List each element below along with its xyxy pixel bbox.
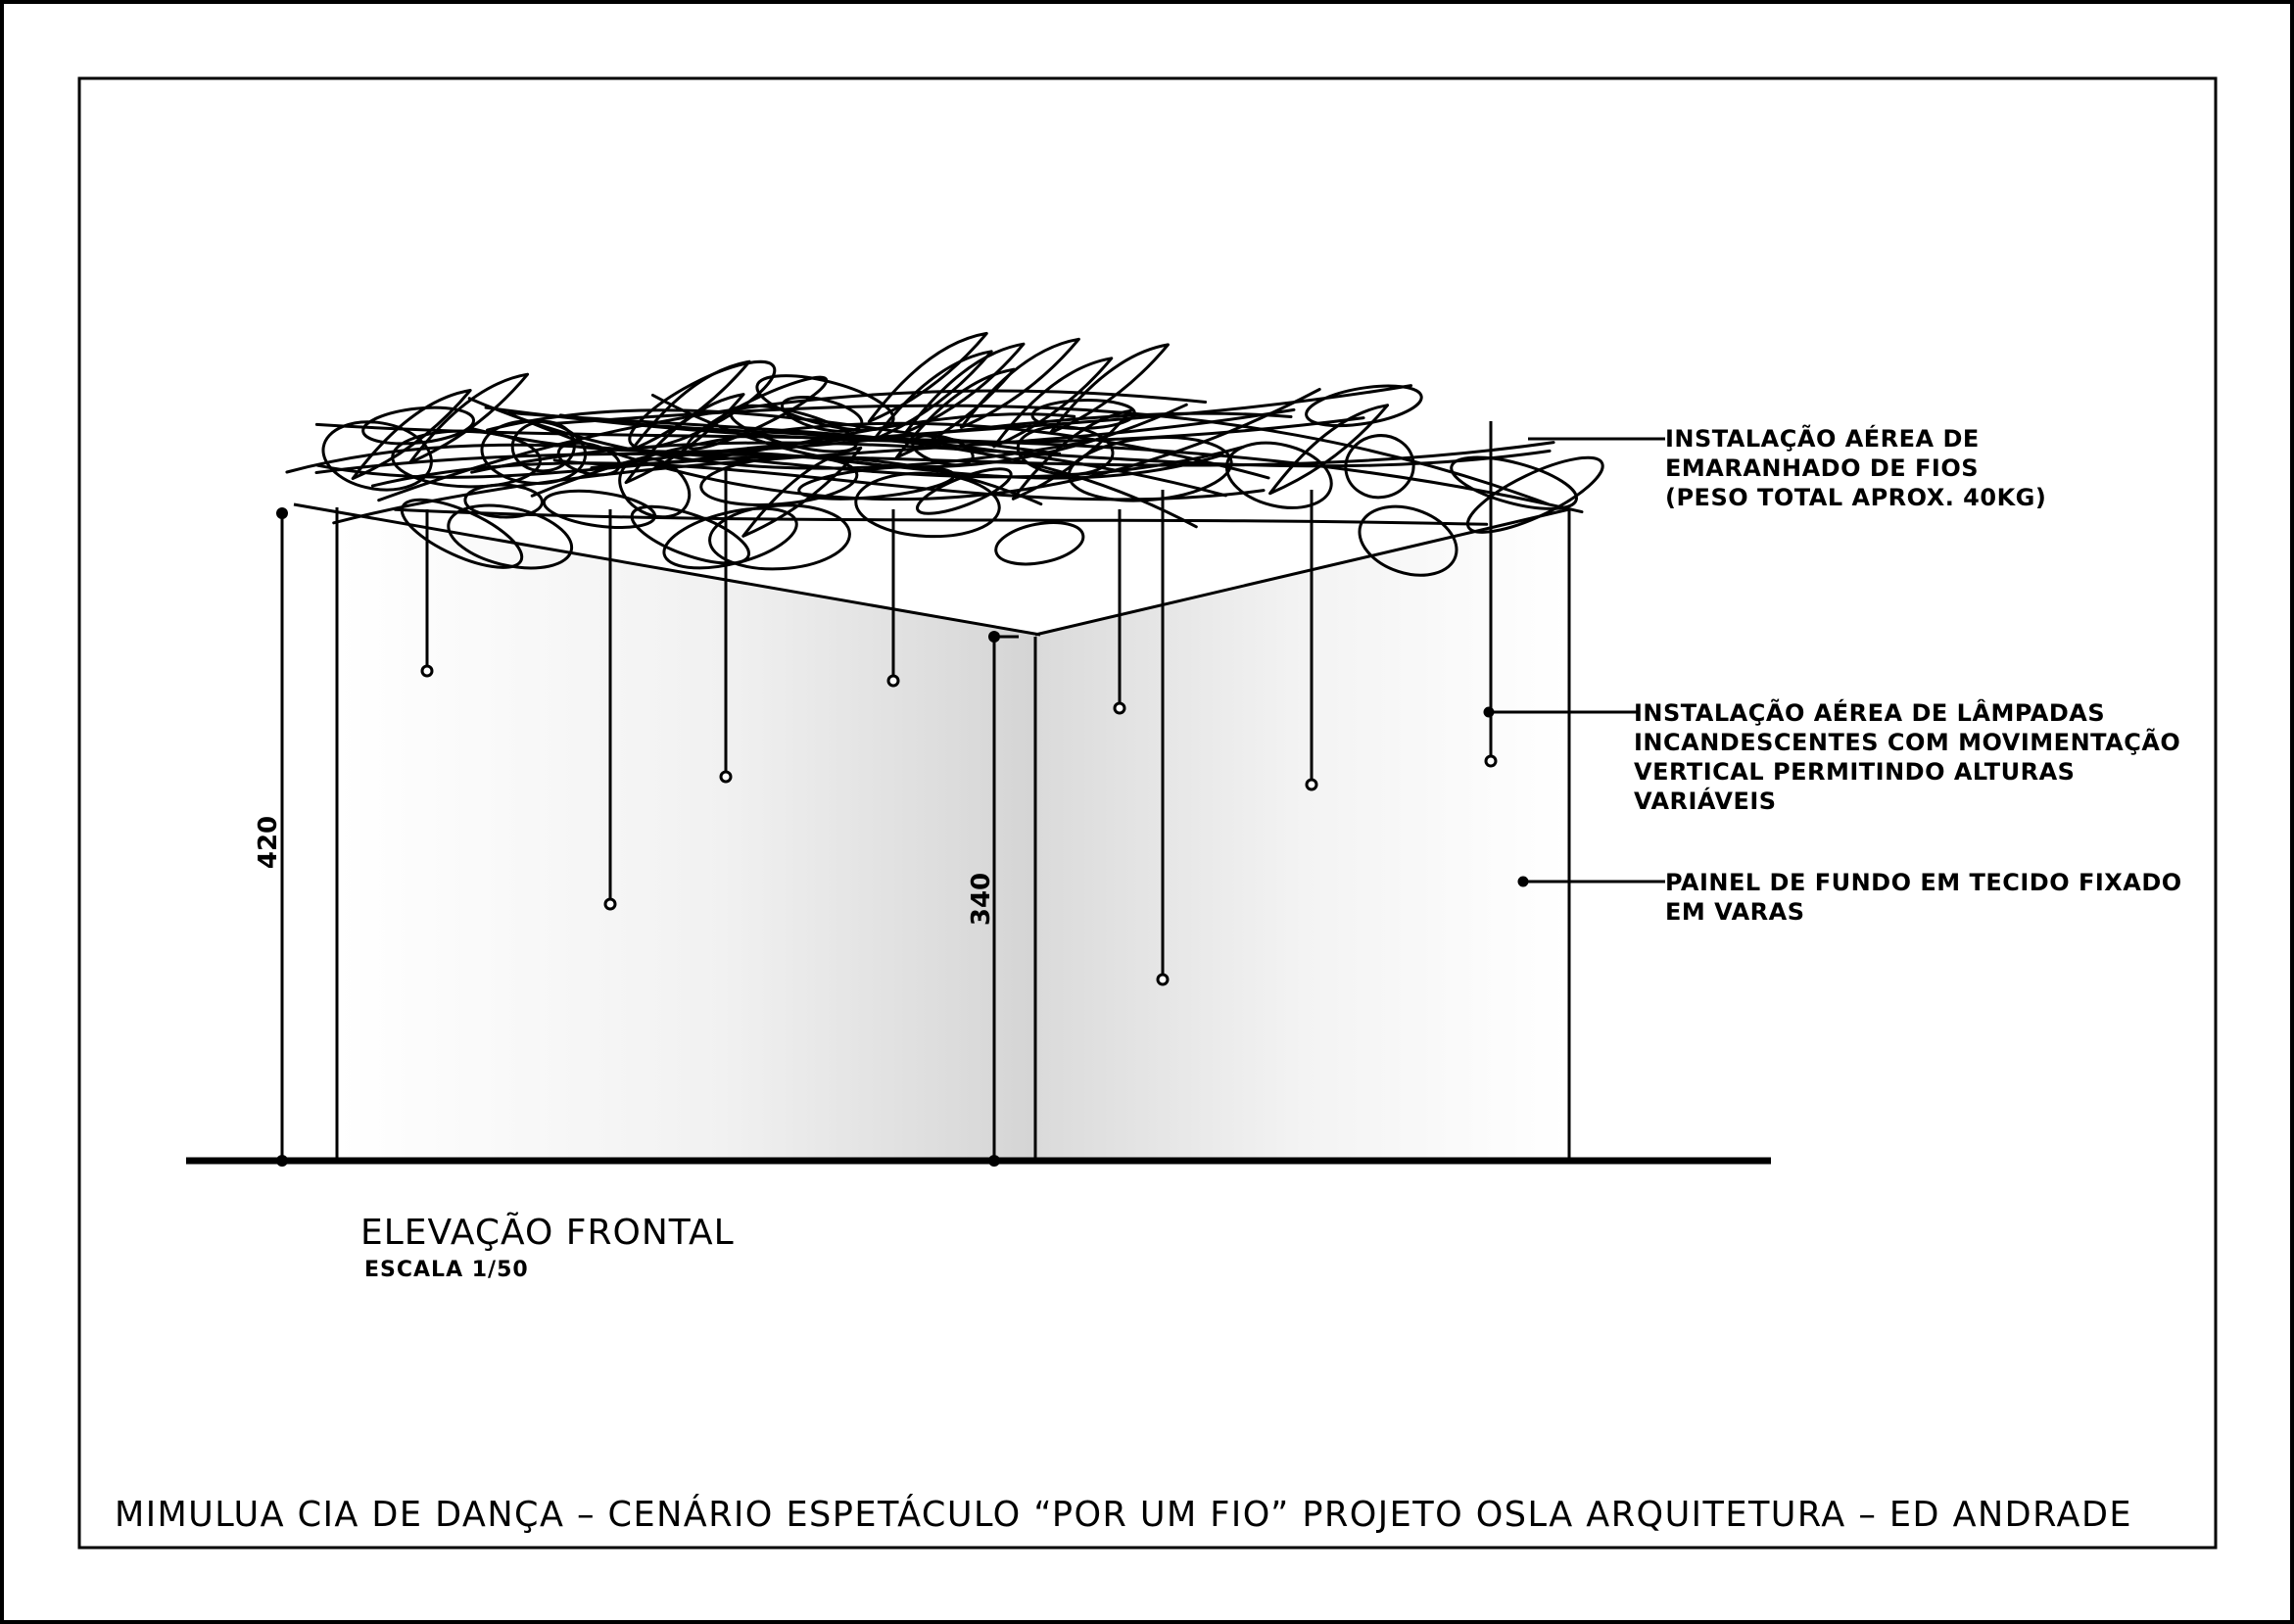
wire-strand [285, 443, 1245, 479]
wire-quill [741, 446, 863, 538]
wire-loop [447, 503, 574, 570]
fabric-panel-right [1035, 509, 1569, 1159]
wire-loop [321, 420, 433, 492]
lamp-7 [1305, 490, 1318, 791]
wire-strand [394, 507, 1489, 526]
wire-strand [590, 384, 1413, 470]
wire-quill [1268, 404, 1390, 496]
wire-loop [361, 406, 476, 446]
wire-loop [1305, 384, 1423, 428]
wire-quill [624, 393, 745, 485]
wire-strand [314, 422, 1584, 514]
scale-label: ESCALA 1/50 [364, 1258, 529, 1282]
lamp-8 [1484, 421, 1498, 768]
wire-loop [994, 521, 1085, 566]
annotation-lamps-line-2: INCANDESCENTES COM MOVIMENTAÇÃO [1634, 728, 2180, 756]
wire-strand [315, 454, 1043, 506]
lamp-4 [886, 509, 900, 688]
wire-loop [1465, 455, 1604, 534]
wire-loop [618, 456, 692, 519]
wire-quill [351, 389, 472, 480]
annotation-panel: PAINEL DE FUNDO EM TECIDO FIXADO EM VARA… [1665, 869, 2191, 926]
wire-loop [911, 434, 975, 467]
wire-strand [512, 388, 1321, 502]
wire-loop [708, 503, 851, 571]
wire-loop [915, 467, 1013, 515]
annotation-panel-line-1: PAINEL DE FUNDO EM TECIDO FIXADO [1665, 869, 2182, 896]
lamp-5 [1113, 509, 1126, 715]
annotation-wires-line-3: (PESO TOTAL APROX. 40KG) [1665, 484, 2046, 511]
leader-lines [1483, 437, 1665, 887]
wire-loop [1224, 441, 1333, 509]
wire-loop [400, 498, 524, 569]
dimension-left: 420 [254, 507, 288, 1167]
wire-quill [872, 350, 993, 442]
wire-strand [486, 408, 1062, 455]
wire-loop [854, 471, 1001, 539]
annotation-lamps-line-3: VERTICAL PERMITINDO ALTURAS [1634, 758, 2075, 786]
lamp-1 [420, 509, 434, 678]
wire-loop [556, 441, 621, 477]
wire-loop [729, 404, 858, 454]
panel-top-right-edge [1034, 507, 1570, 637]
wire-quill [992, 357, 1114, 449]
wire-loop [755, 374, 895, 432]
wire-loop [630, 504, 750, 565]
dimension-center-label: 340 [967, 873, 996, 926]
wire-loop [1450, 455, 1578, 510]
wire-quill [630, 359, 751, 452]
wire-loop [781, 395, 864, 433]
wire-loop [1067, 436, 1233, 502]
wire-loop [1016, 425, 1115, 476]
wire-quill [894, 367, 1016, 459]
wire-quill [1049, 343, 1170, 435]
inner-frame [77, 76, 2218, 1550]
wire-quill [867, 331, 988, 423]
fabric-panel-left [337, 509, 1040, 1159]
wire-loop [1344, 434, 1415, 500]
wire-strand [470, 441, 1552, 474]
wire-loop [797, 465, 956, 501]
annotation-lamps-line-1: INSTALAÇÃO AÉREA DE LÂMPADAS [1634, 698, 2105, 727]
dimension-left-label: 420 [254, 816, 283, 869]
annotation-wires: INSTALAÇÃO AÉREA DE EMARANHADO DE FIOS (… [1665, 424, 2046, 511]
wire-quill [904, 342, 1026, 434]
hanging-lamps [420, 421, 1498, 986]
wire-loop [480, 419, 588, 485]
wire-quill [959, 337, 1080, 429]
annotation-lamps: INSTALAÇÃO AÉREA DE LÂMPADAS INCANDESCEN… [1634, 698, 2189, 815]
project-footer: MIMULUA CIA DE DANÇA – CENÁRIO ESPETÁCUL… [115, 1494, 2132, 1535]
annotation-wires-line-2: EMARANHADO DE FIOS [1665, 454, 1979, 482]
annotation-wires-line-1: INSTALAÇÃO AÉREA DE [1665, 424, 1980, 453]
annotation-lamps-line-4: VARIÁVEIS [1634, 787, 1777, 815]
lamp-6 [1156, 490, 1170, 986]
dimension-center: 340 [967, 631, 1019, 1167]
annotation-panel-line-2: EM VARAS [1665, 898, 1805, 926]
panel-top-left-edge [293, 502, 1041, 637]
wire-quill [408, 372, 530, 464]
wire-tangle [285, 331, 1604, 577]
wire-quill [1011, 408, 1132, 501]
wire-loop [1358, 504, 1458, 577]
wire-strand [467, 397, 1084, 470]
lamp-2 [603, 509, 617, 911]
view-title: ELEVAÇÃO FRONTAL [360, 1212, 735, 1253]
